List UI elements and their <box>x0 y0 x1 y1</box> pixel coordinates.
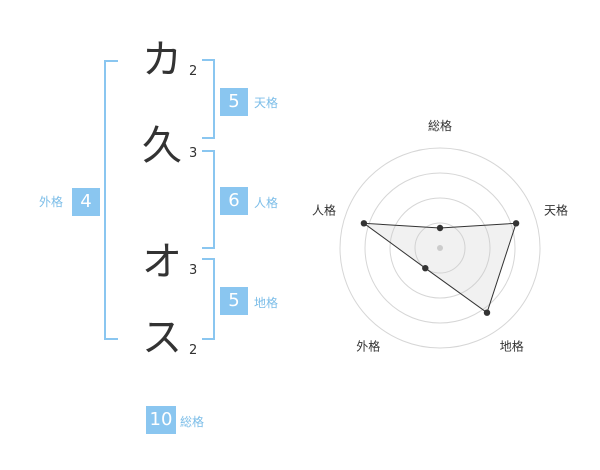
radar-grid-ring-4 <box>339 147 541 349</box>
tenkaku-label: 天格 <box>254 96 279 110</box>
stroke-count-4: 2 <box>189 343 198 358</box>
radar-axis-label-1: 総格 <box>428 118 452 133</box>
radar-center-dot <box>437 245 443 251</box>
radar-series-polygon <box>362 222 517 314</box>
radar-axis-label-5: 人格 <box>312 202 336 217</box>
chikaku-bracket <box>202 258 215 340</box>
gaikaku-label: 外格 <box>39 195 64 209</box>
radar-axis-label-4: 外格 <box>356 339 380 354</box>
chikaku-label: 地格 <box>254 296 279 310</box>
tenkaku-bracket <box>202 59 215 139</box>
jinkaku-label: 人格 <box>254 196 279 210</box>
gaikaku-bracket <box>104 60 118 340</box>
radar-axis-label-3: 地格 <box>500 339 524 354</box>
jinkaku-bracket <box>202 150 215 249</box>
name-char-4: ス <box>142 315 182 361</box>
name-char-3: オ <box>142 239 182 285</box>
tenkaku-value: 5 <box>220 88 248 116</box>
radar-point-4 <box>422 265 429 272</box>
chikaku-value: 5 <box>220 287 248 315</box>
radar-point-2 <box>512 220 520 227</box>
jinkaku-value: 6 <box>220 187 248 215</box>
name-char-1: カ <box>142 37 182 83</box>
gaikaku-value: 4 <box>72 188 100 216</box>
soukaku-label: 総格 <box>180 415 205 429</box>
radar-axis-label-2: 天格 <box>544 202 568 217</box>
name-char-2: 久 <box>142 123 182 169</box>
radar-grid-ring-1 <box>414 222 466 274</box>
radar-grid-ring-3 <box>364 172 516 324</box>
stroke-count-2: 3 <box>189 146 198 161</box>
radar-point-1 <box>436 224 444 232</box>
radar-grid-ring-2 <box>389 197 491 299</box>
soukaku-value: 10 <box>146 406 176 434</box>
stroke-count-3: 3 <box>189 263 198 278</box>
stroke-count-1: 2 <box>189 64 198 79</box>
radar-point-5 <box>360 220 368 227</box>
radar-point-3 <box>483 309 491 316</box>
